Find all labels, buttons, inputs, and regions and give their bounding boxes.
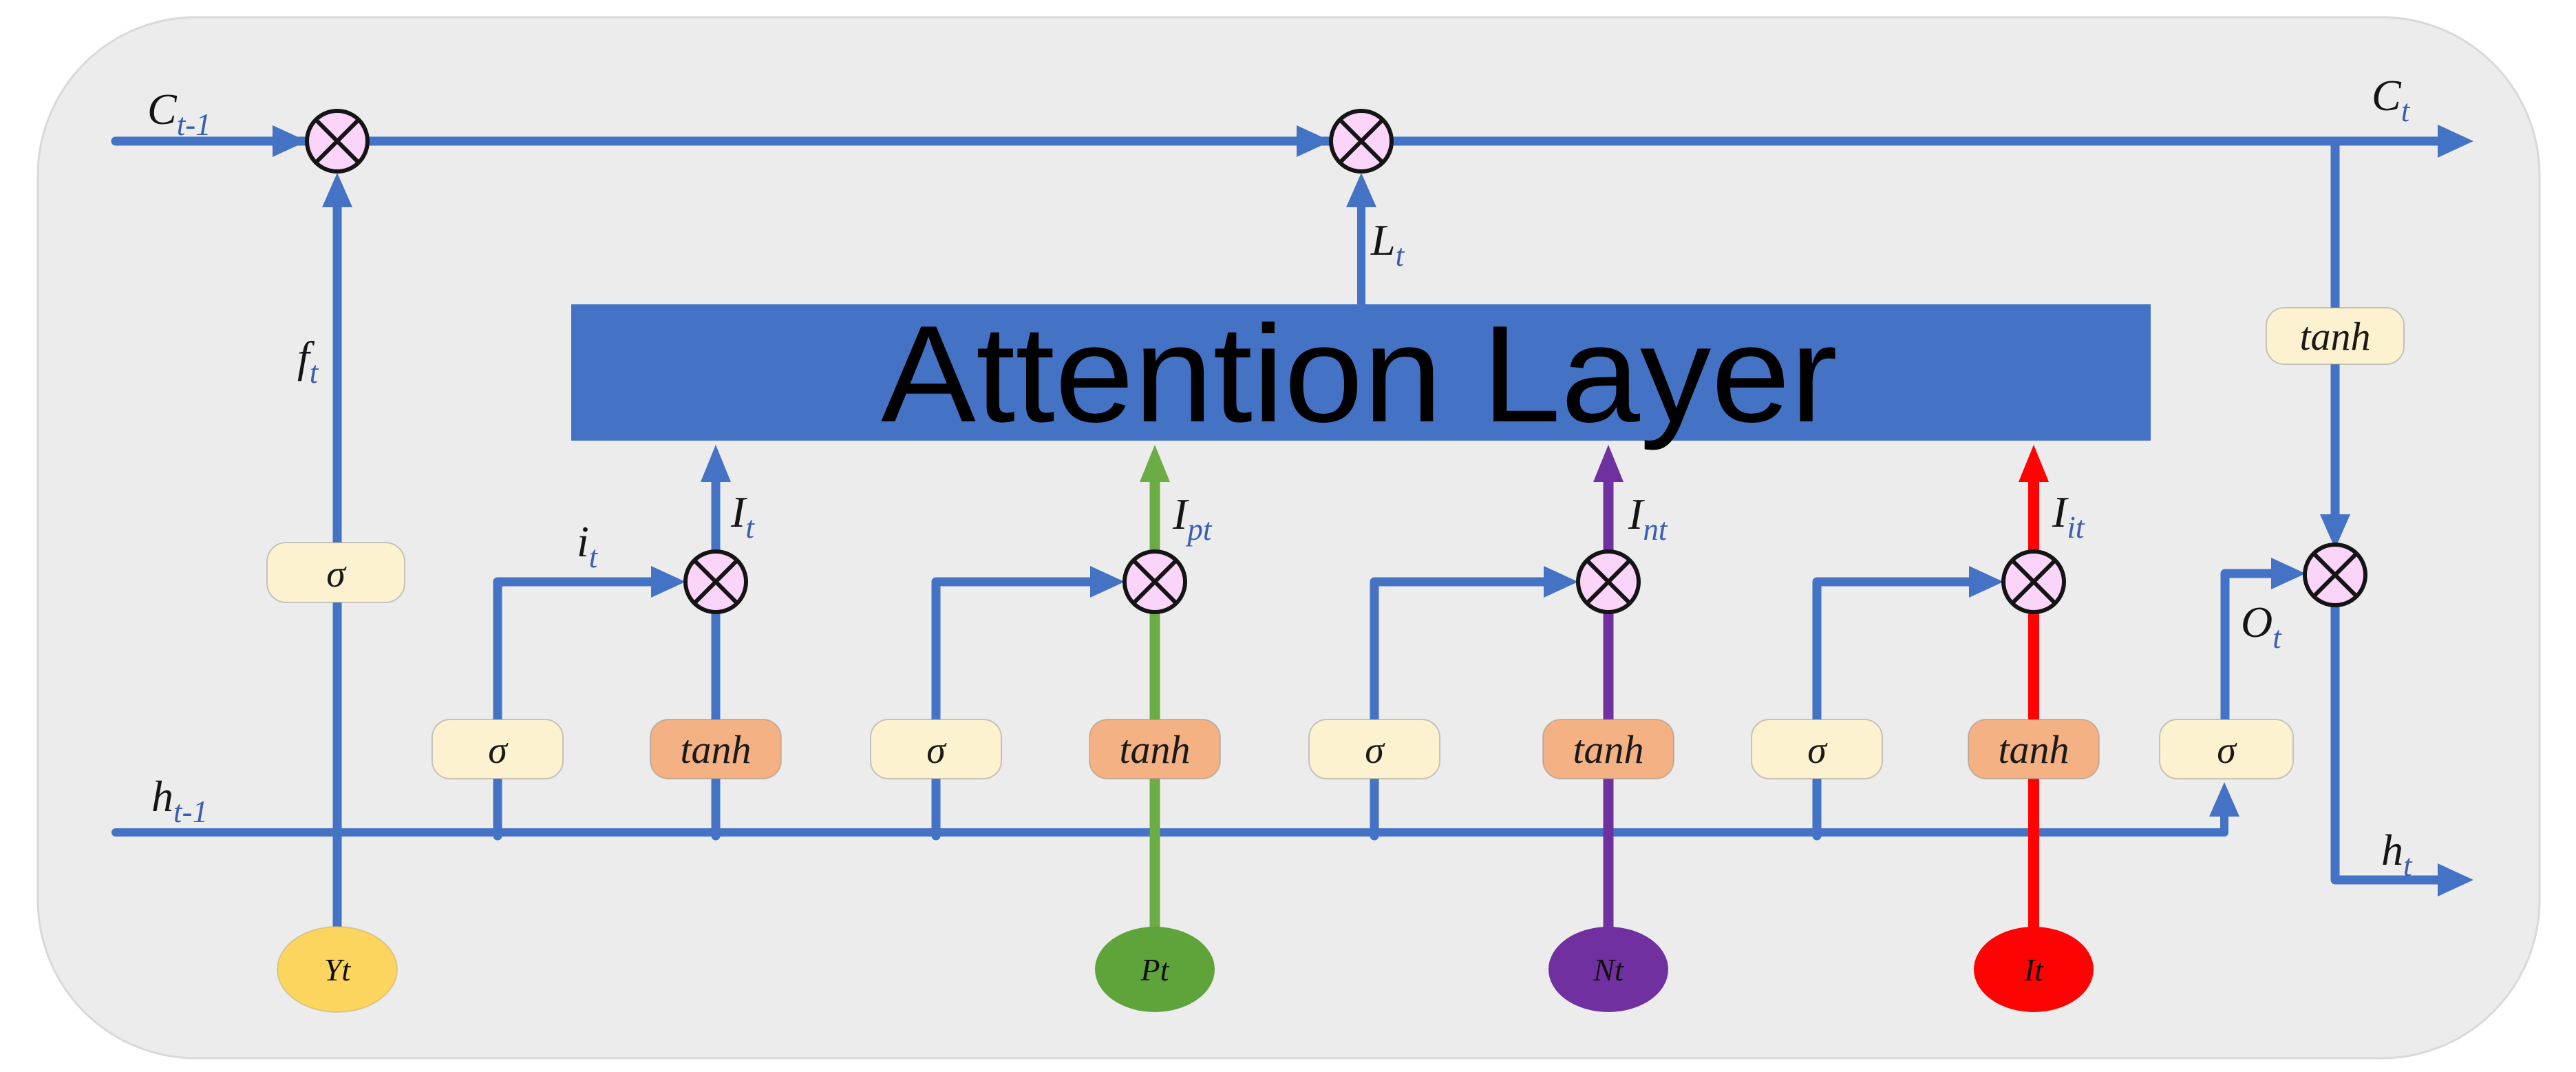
group4-sigma-label: σ: [1807, 729, 1828, 772]
attention-banner-title: Attention Layer: [881, 297, 1838, 451]
label-h-t: ht: [2381, 826, 2413, 883]
label-h-prev: ht-1: [151, 772, 208, 829]
multiply-node-gate2: [1122, 549, 1187, 614]
group2-tanh-label: tanh: [1119, 727, 1190, 772]
multiply-node-cell-forget: [305, 109, 370, 174]
group2-sigma-label: σ: [926, 729, 947, 772]
group4-into-mult-arrowhead: [1969, 566, 2003, 598]
group4-tanh-label: tanh: [1998, 727, 2069, 772]
input-ellipses: Yt Pt Nt It: [277, 926, 2094, 1013]
label-o-t: Ot: [2241, 598, 2282, 655]
input-ellipse-pt-label: Pt: [1140, 952, 1170, 987]
group4-into-banner-arrowhead: [2019, 445, 2049, 482]
lt-into-mult2-arrowhead: [1346, 173, 1376, 207]
input-ellipse-nt: Nt: [1548, 927, 1668, 1012]
group1-tanh-box: [650, 719, 782, 779]
group3-into-mult-arrowhead: [1544, 566, 1578, 598]
h-line: [111, 812, 2228, 837]
group3-tanh-label: tanh: [1573, 727, 1643, 772]
label-l-t: Lt: [1370, 216, 1405, 273]
group4-sigma-box: [1751, 719, 1883, 779]
into-output-mult-top-arrowhead: [2320, 514, 2350, 549]
attention-output-branch: [1346, 173, 1376, 307]
input-ellipse-yt-label: Yt: [324, 952, 352, 987]
cell-background: [36, 16, 2541, 1060]
label-I-nt: Int: [1628, 490, 1668, 547]
ot-into-mult-arrowhead: [2271, 558, 2306, 589]
attention-banner-rect: [571, 304, 2151, 441]
hidden-state-path: [111, 782, 2239, 837]
multiply-node-gate1: [683, 549, 748, 614]
output-tanh-label: tanh: [2299, 314, 2370, 359]
label-i-t: it: [577, 517, 599, 574]
group1-into-banner-arrowhead: [701, 445, 731, 482]
group2-sigma-box: [870, 719, 1002, 779]
group1-into-mult-arrowhead: [651, 566, 685, 598]
attention-layer-banner: Attention Layer: [571, 297, 2151, 451]
group4-tanh-box: [1968, 719, 2100, 779]
group1-sigma-riser: [493, 577, 657, 841]
group1-sigma-box: [432, 719, 564, 779]
forget-sigma-box: [266, 542, 405, 603]
group1-tanh-label: tanh: [680, 727, 751, 772]
c-into-mult1-arrowhead: [273, 125, 307, 157]
h-into-output-sigma-arrowhead: [2209, 782, 2239, 817]
group2-tanh-box: [1089, 719, 1221, 779]
ht-out-arrowhead: [2438, 863, 2473, 896]
c-into-mult2-arrowhead: [1297, 125, 1331, 157]
group3-sigma-riser: [1370, 577, 1550, 841]
group3-tanh-box: [1542, 719, 1674, 779]
c-out-arrowhead: [2438, 125, 2473, 158]
ot-line: [2220, 569, 2277, 726]
input-ellipse-it-label: It: [2023, 952, 2044, 987]
label-I-it: Iit: [2052, 487, 2085, 545]
multiply-node-gate3: [1576, 549, 1641, 614]
output-sigma-label: σ: [2217, 729, 2237, 772]
cell-state-path: [111, 125, 2473, 158]
forget-into-mult1-arrowhead: [322, 173, 352, 207]
group2-sigma-riser: [931, 577, 1096, 841]
group3-sigma-label: σ: [1365, 729, 1385, 772]
output-tanh-box: [2266, 307, 2405, 365]
group2-into-mult-arrowhead: [1090, 566, 1125, 598]
forget-sigma-label: σ: [326, 553, 347, 596]
ht-out-line: [2330, 600, 2445, 885]
label-I-pt: Ipt: [1172, 490, 1213, 547]
label-c-prev: Ct-1: [147, 85, 211, 142]
group2-into-banner-arrowhead: [1140, 445, 1170, 482]
output-sigma-box: [2159, 719, 2294, 779]
gate-boxes: σ σ tanh σ tanh σ tanh σ tanh σ tanh: [266, 307, 2405, 779]
group1-sigma-label: σ: [488, 729, 509, 772]
edge-labels: Ct-1 Ct ft it Lt It Ipt Int Iit Ot ht-1 …: [147, 71, 2413, 883]
input-ellipse-pt: Pt: [1095, 927, 1215, 1012]
group4-sigma-riser: [1812, 577, 1975, 841]
input-ellipse-nt-label: Nt: [1593, 952, 1624, 987]
output-branch: [2220, 136, 2473, 896]
multiply-node-cell-attention: [1329, 109, 1394, 174]
input-ellipse-yt: Yt: [277, 926, 398, 1013]
multiply-nodes: [305, 109, 2367, 614]
label-c-t: Ct: [2372, 71, 2411, 128]
input-ellipse-it: It: [1974, 927, 2094, 1012]
multiply-node-output: [2303, 543, 2367, 607]
multiply-node-gate4: [2001, 549, 2066, 614]
group3-sigma-box: [1308, 719, 1440, 779]
group3-into-banner-arrowhead: [1593, 445, 1624, 482]
label-I-t: It: [730, 487, 755, 545]
